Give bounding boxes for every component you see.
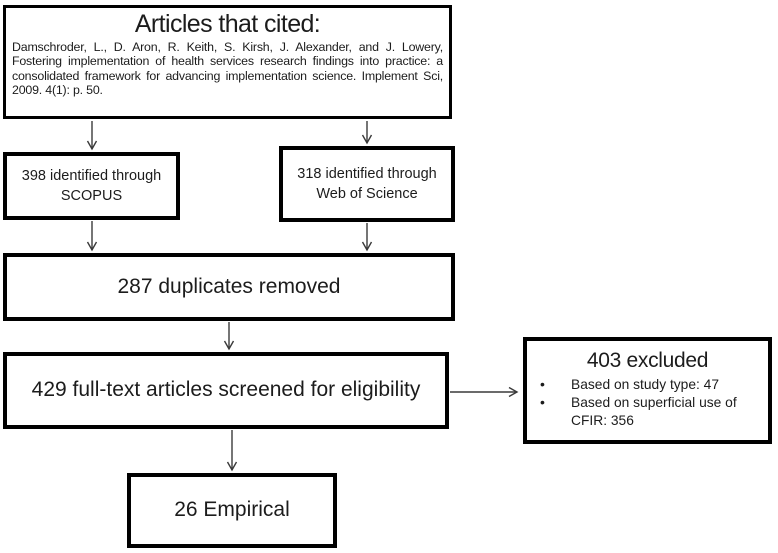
source-box-title: Articles that cited: xyxy=(134,10,321,38)
web-of-science-label: 318 identified through Web of Science xyxy=(297,166,437,202)
box-fulltext-screened: 429 full-text articles screened for elig… xyxy=(3,352,449,429)
box-scopus-identified: 398 identified through SCOPUS xyxy=(3,152,180,220)
scopus-label: 398 identified through SCOPUS xyxy=(21,168,162,204)
excluded-reason-superficial-use: Based on superficial use of CFIR: 356 xyxy=(540,393,762,430)
box-duplicates-removed: 287 duplicates removed xyxy=(3,253,455,321)
fulltext-screened-label: 429 full-text articles screened for elig… xyxy=(31,378,421,402)
duplicates-removed-label: 287 duplicates removed xyxy=(117,274,341,298)
empirical-label: 26 Empirical xyxy=(174,498,290,522)
box-excluded: 403 excluded Based on study type: 47 Bas… xyxy=(523,337,772,444)
excluded-reason-study-type: Based on study type: 47 xyxy=(540,375,762,394)
excluded-reasons-list: Based on study type: 47 Based on superfi… xyxy=(527,375,768,430)
source-citation-text: Damschroder, L., D. Aron, R. Keith, S. K… xyxy=(12,39,443,98)
excluded-title: 403 excluded xyxy=(586,349,709,372)
box-web-of-science-identified: 318 identified through Web of Science xyxy=(279,146,455,222)
box-empirical: 26 Empirical xyxy=(127,473,337,548)
box-articles-that-cited: Articles that cited: Damschroder, L., D.… xyxy=(3,5,452,119)
